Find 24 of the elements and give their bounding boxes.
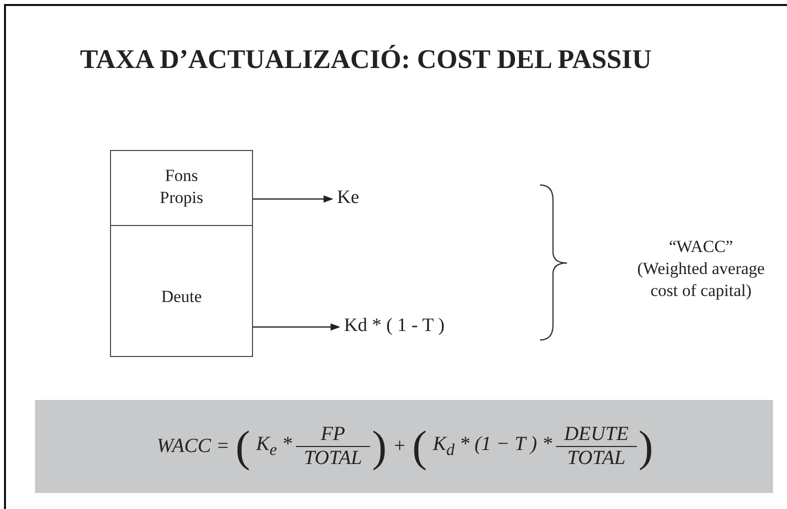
box-label: Deute — [160, 286, 203, 308]
parenthesis: ) — [638, 421, 654, 472]
formula-term: WACC = — [156, 435, 230, 458]
fraction-denominator: TOTAL — [302, 447, 364, 470]
description-text: (Weighted average cost of capital) — [636, 258, 766, 302]
acronym-label: “WACC” — [668, 236, 734, 258]
formula-term: K$_{d}$ * (1 − T ) * — [432, 433, 552, 460]
fraction-numerator: FP — [296, 423, 370, 447]
cost-label: Ke — [337, 187, 360, 209]
fraction-denominator: TOTAL — [566, 447, 626, 470]
cost-label: Kd * ( 1 - T ) — [344, 315, 445, 337]
parenthesis: ( — [412, 421, 427, 472]
parenthesis: ( — [235, 421, 250, 472]
balance-sheet-box — [110, 225, 253, 357]
parenthesis: ) — [372, 421, 387, 472]
balance-sheet-box — [110, 150, 253, 226]
formula-term: K$_{e}$ * — [256, 433, 292, 460]
formula-band — [35, 400, 773, 493]
fraction-numerator: DEUTE — [556, 423, 637, 447]
box-label: Fons Propis — [158, 165, 204, 210]
title: TAXA D’ACTUALIZACIÓ: COST DEL PASSIU — [80, 44, 652, 75]
formula-term: + — [392, 435, 406, 458]
arrow — [253, 195, 334, 203]
arrow — [253, 323, 340, 331]
